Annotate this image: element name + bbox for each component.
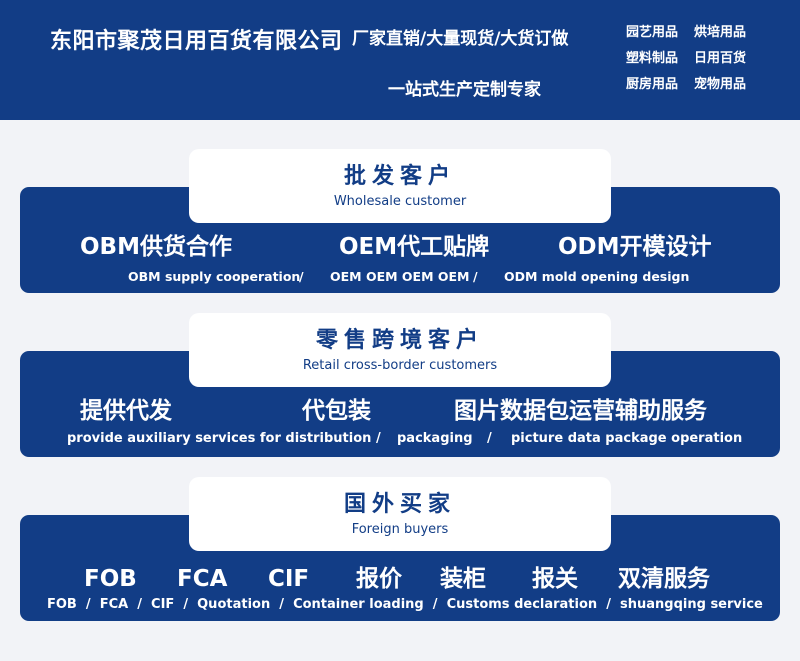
service-item: FCA [177, 566, 228, 592]
service-item: FOB [84, 566, 137, 592]
service-subtitle: provide auxiliary services for distribut… [67, 431, 372, 446]
product-category: 塑料制品 [626, 51, 679, 66]
separator: / [376, 431, 381, 446]
separator: / [487, 431, 492, 446]
service-item: 代包装 [302, 398, 371, 424]
service-item: 提供代发 [80, 398, 172, 424]
service-subtitle: ODM mold opening design [504, 269, 690, 284]
service-item: 双清服务 [618, 566, 710, 592]
header-banner: 东阳市聚茂日用百货有限公司 厂家直销/大量现货/大货订做 一站式生产定制专家 园… [0, 0, 800, 120]
product-category: 宠物用品 [694, 77, 747, 92]
service-subtitle: OBM supply cooperation [128, 269, 301, 284]
service-item: 报关 [532, 566, 578, 592]
service-subtitle: OEM OEM OEM OEM [330, 269, 470, 284]
product-category: 园艺用品 [626, 25, 679, 40]
service-subtitle: FOB / FCA / CIF / Quotation / Container … [47, 597, 763, 612]
section-title-en: Wholesale customer [333, 194, 467, 209]
service-subtitle: picture data package operation [511, 431, 743, 446]
service-item: 装柜 [440, 566, 486, 592]
section-title-zh: 零售跨境客户 [315, 328, 484, 353]
product-categories: 园艺用品 烘培用品 塑料制品 日用百货 厨房用品 宠物用品 [626, 24, 762, 94]
section-title-en: Foreign buyers [351, 522, 449, 537]
wholesale-badge: 批发客户 Wholesale customer [189, 149, 611, 223]
company-name: 东阳市聚茂日用百货有限公司 [50, 29, 343, 54]
service-item: 报价 [356, 566, 402, 592]
service-item: OEM代工贴牌 [339, 234, 490, 260]
section-title-zh: 国外买家 [343, 492, 456, 517]
slogan-line-2: 一站式生产定制专家 [388, 80, 541, 100]
product-category: 烘培用品 [694, 25, 747, 40]
section-title-zh: 批发客户 [343, 164, 456, 189]
service-subtitle: packaging [397, 431, 473, 446]
service-item: OBM供货合作 [80, 234, 232, 260]
section-title-en: Retail cross-border customers [302, 358, 498, 373]
separator: / [473, 269, 478, 284]
service-item: ODM开模设计 [558, 234, 712, 260]
foreign-badge: 国外买家 Foreign buyers [189, 477, 611, 551]
retail-badge: 零售跨境客户 Retail cross-border customers [189, 313, 611, 387]
slogan-line-1: 厂家直销/大量现货/大货订做 [352, 29, 569, 49]
product-category: 厨房用品 [626, 77, 679, 92]
service-item: 图片数据包运营辅助服务 [454, 398, 707, 424]
product-category: 日用百货 [694, 51, 747, 66]
service-item: CIF [268, 566, 310, 592]
separator: / [299, 269, 304, 284]
